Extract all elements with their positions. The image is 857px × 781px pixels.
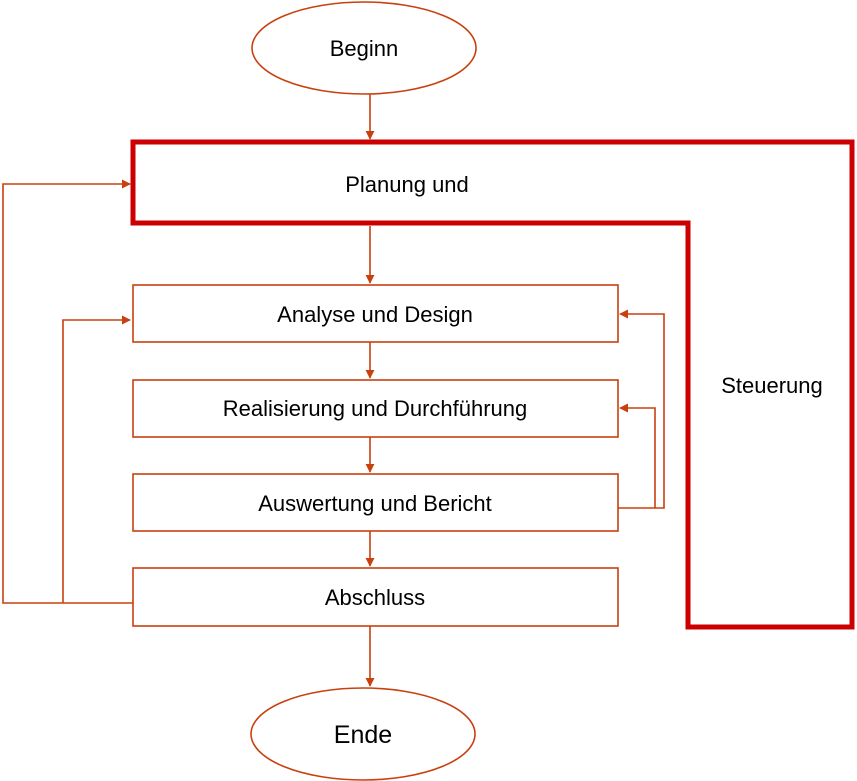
closure-label: Abschluss <box>325 585 425 610</box>
closure-box <box>132 567 619 627</box>
evaluation-label: Auswertung und Bericht <box>258 491 492 516</box>
start-label: Beginn <box>330 36 399 61</box>
feedback-closure-to-planning <box>2 179 133 604</box>
feedback-evaluation-to-analysis <box>618 309 665 509</box>
analysis-label: Analyse und Design <box>277 302 473 327</box>
feedback-evaluation-to-implementation <box>619 403 656 508</box>
control-label: Steuerung <box>721 373 823 398</box>
evaluation-box <box>132 473 619 532</box>
planning-label: Planung und <box>345 172 469 197</box>
implementation-label: Realisierung und Durchführung <box>223 396 528 421</box>
implementation-box <box>132 379 619 438</box>
end-label: Ende <box>334 721 392 749</box>
end-node <box>250 687 476 781</box>
control-frame <box>130 139 855 630</box>
start-node <box>251 1 477 95</box>
analysis-box <box>132 284 619 343</box>
feedback-closure-to-analysis <box>62 315 131 603</box>
